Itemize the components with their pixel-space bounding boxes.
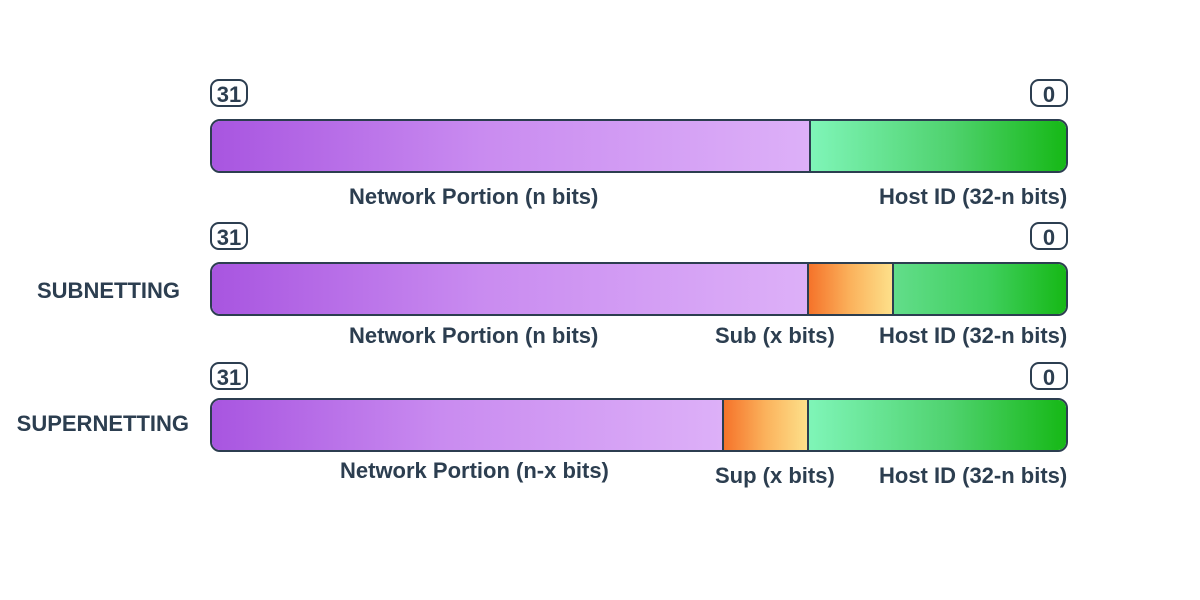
bit-31-badge: 31 bbox=[210, 222, 248, 250]
network-portion-label: Network Portion (n-x bits) bbox=[340, 458, 609, 483]
subnetting-title: SUBNETTING bbox=[37, 278, 180, 303]
network-segment bbox=[212, 400, 722, 450]
host-segment bbox=[894, 264, 1066, 314]
network-portion-label: Network Portion (n bits) bbox=[349, 323, 599, 348]
host-id-label: Host ID (32-n bits) bbox=[879, 323, 1068, 348]
address-bar bbox=[210, 398, 1068, 452]
host-id-label: Host ID (32-n bits) bbox=[879, 184, 1068, 209]
address-bar bbox=[210, 119, 1068, 173]
bit-31-badge: 31 bbox=[210, 79, 248, 107]
bit-0-badge: 0 bbox=[1030, 79, 1068, 107]
sup-segment bbox=[722, 400, 809, 450]
host-segment bbox=[809, 121, 1066, 171]
supernetting-title: SUPERNETTING bbox=[16, 411, 189, 436]
bit-0-badge: 0 bbox=[1030, 222, 1068, 250]
network-portion-label: Network Portion (n bits) bbox=[349, 184, 599, 209]
sub-segment bbox=[807, 264, 894, 314]
host-id-label: Host ID (32-n bits) bbox=[879, 463, 1068, 488]
network-segment bbox=[212, 264, 807, 314]
sup-bits-label: Sup (x bits) bbox=[715, 463, 835, 488]
bit-0-badge: 0 bbox=[1030, 362, 1068, 390]
host-segment bbox=[809, 400, 1066, 450]
network-segment bbox=[212, 121, 809, 171]
sub-bits-label: Sub (x bits) bbox=[715, 323, 835, 348]
bit-31-badge: 31 bbox=[210, 362, 248, 390]
address-bar bbox=[210, 262, 1068, 316]
